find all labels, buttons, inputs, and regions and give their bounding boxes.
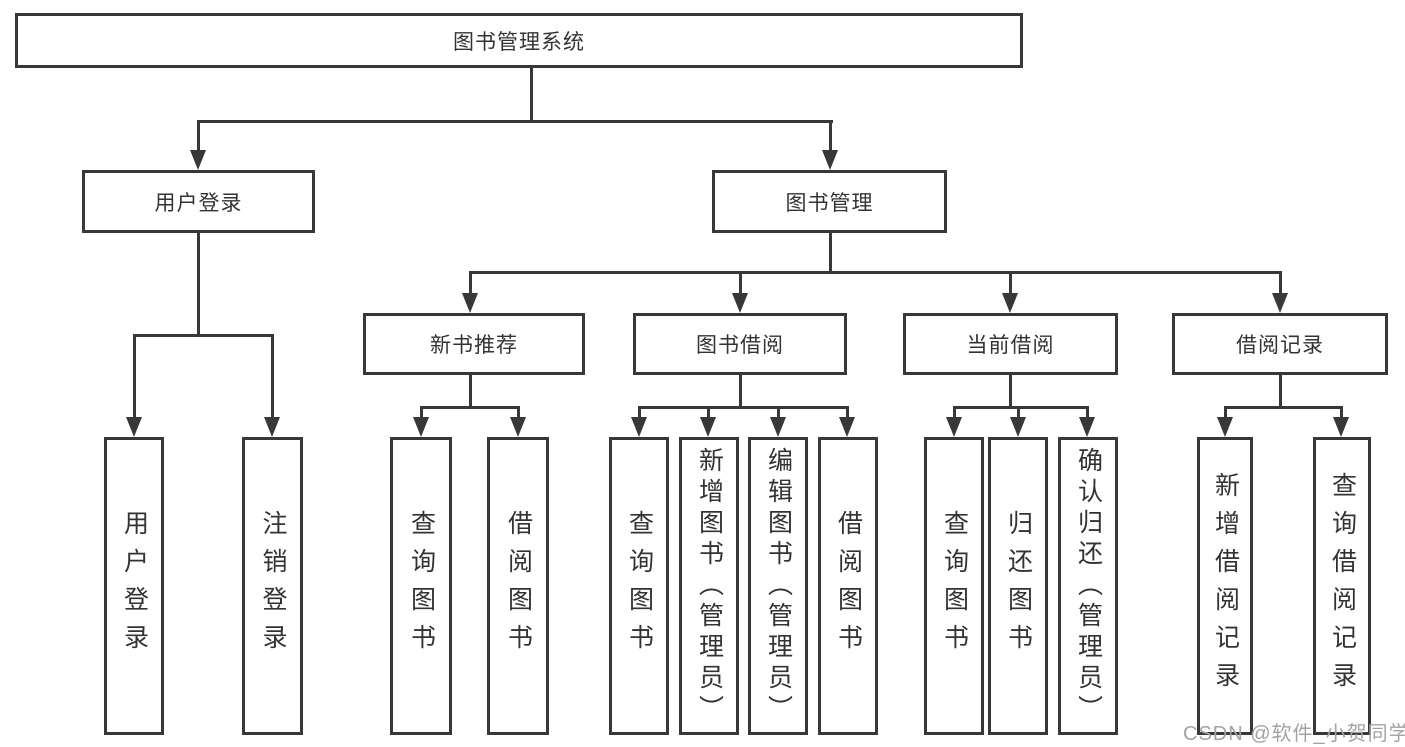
- leaf-user-login: 用户登录: [104, 437, 164, 735]
- leaf-newbook-query-books-label: 查询图书: [407, 510, 436, 662]
- leaf-logout: 注销登录: [242, 437, 303, 735]
- arrowhead-icon: [1333, 417, 1349, 437]
- node-root: 图书管理系统: [15, 13, 1023, 68]
- connector-drop-book-management: [829, 120, 832, 153]
- connector-drop-leaf: [638, 406, 641, 419]
- arrowhead-icon: [1217, 417, 1233, 437]
- node-book-borrow: 图书借阅: [633, 313, 847, 375]
- node-new-book-recommend-label: 新书推荐: [430, 334, 518, 357]
- connector-drop-leaf: [1086, 406, 1089, 419]
- leaf-current-query-books: 查询图书: [924, 437, 984, 735]
- arrowhead-icon: [1010, 417, 1026, 437]
- arrowhead-icon: [839, 417, 855, 437]
- node-borrow-records-label: 借阅记录: [1236, 334, 1324, 357]
- node-root-label: 图书管理系统: [453, 30, 585, 54]
- connector-drop-leaf-login: [133, 334, 136, 419]
- node-new-book-recommend: 新书推荐: [363, 313, 585, 375]
- leaf-user-login-label: 用户登录: [120, 510, 149, 662]
- leaf-add-borrow-record: 新增借阅记录: [1197, 437, 1253, 735]
- connector-drop-leaf: [953, 406, 956, 419]
- connector-book-borrow-rail: [638, 406, 849, 409]
- node-current-borrow: 当前借阅: [903, 313, 1118, 375]
- connector-level2-rail: [197, 120, 833, 123]
- connector-current-borrow-stem: [1009, 375, 1012, 408]
- connector-borrow-records-rail: [1224, 406, 1343, 409]
- connector-book-management-stem: [829, 233, 832, 273]
- arrowhead-icon: [1002, 293, 1018, 313]
- arrowhead-icon: [510, 417, 526, 437]
- connector-drop-leaf: [1224, 406, 1227, 419]
- connector-user-login-rail: [133, 334, 274, 337]
- leaf-current-query-books-label: 查询图书: [940, 510, 969, 662]
- connector-book-borrow-stem: [739, 375, 742, 408]
- leaf-add-books-admin: 新增图书（管理员）: [679, 437, 739, 735]
- connector-drop-leaf: [420, 406, 423, 419]
- connector-drop-new-book: [469, 271, 472, 295]
- arrowhead-icon: [190, 150, 206, 170]
- leaf-return-books-label: 归还图书: [1004, 510, 1033, 662]
- leaf-query-borrow-record: 查询借阅记录: [1313, 437, 1371, 735]
- leaf-borrow-query-books-label: 查询图书: [625, 510, 654, 662]
- leaf-newbook-borrow-books-label: 借阅图书: [504, 510, 533, 662]
- node-user-login-label: 用户登录: [154, 191, 243, 215]
- connector-drop-book-borrow: [739, 271, 742, 295]
- leaf-query-borrow-record-label: 查询借阅记录: [1328, 472, 1357, 700]
- connector-drop-leaf: [517, 406, 520, 419]
- node-current-borrow-label: 当前借阅: [966, 334, 1055, 357]
- connector-drop-leaf: [846, 406, 849, 419]
- node-book-borrow-label: 图书借阅: [696, 334, 784, 357]
- node-book-management-label: 图书管理: [785, 191, 874, 215]
- arrowhead-icon: [1079, 417, 1095, 437]
- arrowhead-icon: [462, 293, 478, 313]
- connector-drop-user-login: [197, 120, 200, 153]
- connector-drop-current-borrow: [1009, 271, 1012, 295]
- connector-drop-leaf-logout: [271, 334, 274, 419]
- connector-drop-leaf: [1340, 406, 1343, 419]
- arrowhead-icon: [732, 293, 748, 313]
- arrowhead-icon: [946, 417, 962, 437]
- connector-current-borrow-rail: [953, 406, 1089, 409]
- leaf-confirm-return-admin-label: 确认归还（管理员）: [1074, 446, 1103, 726]
- arrowhead-icon: [631, 417, 647, 437]
- node-book-management: 图书管理: [712, 170, 947, 233]
- leaf-add-books-admin-label: 新增图书（管理员）: [695, 446, 724, 726]
- arrowhead-icon: [264, 417, 280, 437]
- leaf-newbook-borrow-books: 借阅图书: [487, 437, 549, 735]
- connector-drop-leaf: [1017, 406, 1020, 419]
- leaf-borrow-books: 借阅图书: [818, 437, 878, 735]
- node-borrow-records: 借阅记录: [1172, 313, 1388, 375]
- node-user-login: 用户登录: [82, 170, 315, 233]
- leaf-borrow-books-label: 借阅图书: [834, 510, 863, 662]
- arrowhead-icon: [700, 417, 716, 437]
- arrowhead-icon: [770, 417, 786, 437]
- arrowhead-icon: [413, 417, 429, 437]
- arrowhead-icon: [1272, 293, 1288, 313]
- csdn-watermark: CSDN @软件_小贺同学: [1183, 723, 1405, 745]
- leaf-logout-label: 注销登录: [259, 510, 287, 662]
- leaf-confirm-return-admin: 确认归还（管理员）: [1058, 437, 1118, 735]
- connector-level3-rail: [469, 271, 1281, 274]
- connector-drop-leaf: [777, 406, 780, 419]
- leaf-edit-books-admin-label: 编辑图书（管理员）: [764, 446, 793, 726]
- leaf-edit-books-admin: 编辑图书（管理员）: [748, 437, 808, 735]
- leaf-borrow-query-books: 查询图书: [609, 437, 669, 735]
- leaf-return-books: 归还图书: [988, 437, 1048, 735]
- leaf-add-borrow-record-label: 新增借阅记录: [1211, 472, 1240, 700]
- connector-user-login-stem: [197, 233, 200, 336]
- connector-drop-leaf: [707, 406, 710, 419]
- connector-borrow-records-stem: [1279, 375, 1282, 408]
- connector-root-stem: [530, 66, 533, 122]
- connector-drop-borrow-records: [1279, 271, 1282, 295]
- arrowhead-icon: [126, 417, 142, 437]
- connector-new-book-stem: [469, 375, 472, 408]
- arrowhead-icon: [822, 150, 838, 170]
- leaf-newbook-query-books: 查询图书: [390, 437, 452, 735]
- connector-new-book-rail: [420, 406, 520, 409]
